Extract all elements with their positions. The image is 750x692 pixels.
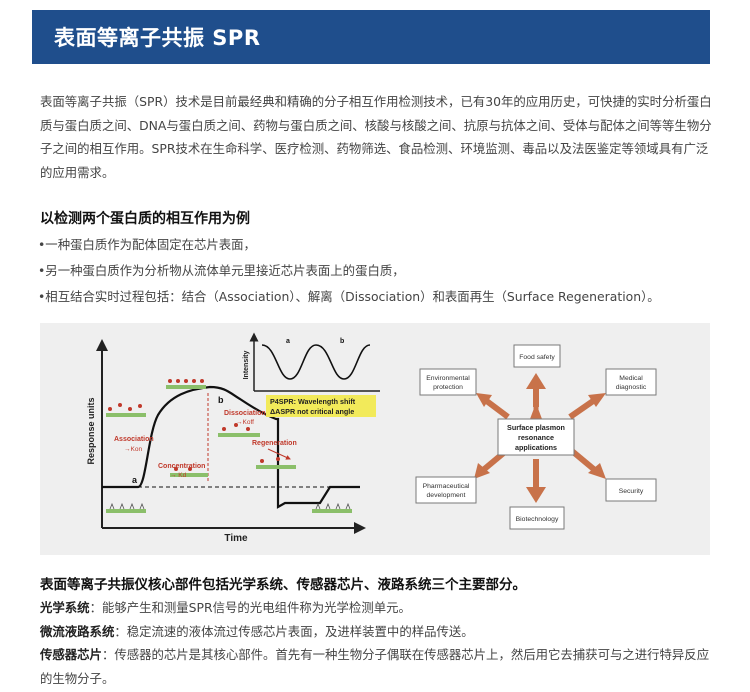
components-list: 光学系统：能够产生和测量SPR信号的光电组件称为光学检测单元。 微流液路系统：稳… [40, 596, 712, 690]
environmental-box [419, 368, 477, 396]
security-label: Security [619, 488, 644, 495]
component-desc: ：稳定流速的液体流过传感芯片表面，及进样装置中的样品传送。 [114, 623, 474, 639]
point-a-label: a [132, 475, 138, 485]
chip-concentration [170, 467, 208, 477]
p4spr-label-line1: P4SPR: Wavelength shift [270, 397, 356, 406]
medical-box [605, 368, 657, 396]
kon-label: →Kon [124, 446, 142, 453]
biotechnology-box [509, 506, 565, 530]
security-box [605, 478, 657, 502]
arrow-upright [568, 396, 598, 420]
peak-b-label: b [340, 338, 344, 345]
chip-baseline [106, 502, 146, 513]
component-desc: ：能够产生和测量SPR信号的光电组件称为光学检测单元。 [89, 600, 411, 615]
point-b-label: b [218, 395, 224, 405]
component-sensor-chip: 传感器芯片：传感器的芯片是其核心部件。首先有一种生物分子偶联在传感器芯片上，然后… [40, 643, 712, 690]
sensorgram-x-label: Time [224, 533, 248, 544]
environmental-label-line1: Environmental [426, 375, 470, 382]
bullet-item: •一种蛋白质作为配体固定在芯片表面， [38, 237, 256, 252]
example-bullet-list: •一种蛋白质作为配体固定在芯片表面， •另一种蛋白质作为分析物从流体单元里接近芯… [38, 232, 728, 310]
center-label-line1: Surface plasmon [507, 423, 565, 432]
chip-association [106, 403, 146, 417]
chip-regeneration [256, 457, 296, 469]
concentration-label: Concentration [158, 463, 205, 470]
bullet-item: •相互结合实时过程包括：结合（Association）、解离（Dissociat… [38, 289, 660, 304]
pharmaceutical-label-line2: development [427, 492, 466, 499]
component-optical: 光学系统：能够产生和测量SPR信号的光电组件称为光学检测单元。 [40, 596, 712, 620]
page-title: 表面等离子共振 SPR [54, 26, 261, 50]
component-term: 传感器芯片 [40, 647, 102, 662]
sensorgram-y-label: Response units [86, 397, 96, 464]
chip-end [312, 502, 352, 513]
inset-y-label: Intensity [243, 351, 250, 380]
sensorgram: Response units Time a b [86, 339, 366, 544]
inset-curve [261, 344, 371, 380]
chip-dissociation [218, 423, 260, 437]
peak-a-label: a [286, 338, 290, 345]
pharmaceutical-label-line1: Pharmaceutical [423, 483, 470, 490]
p4spr-label-line2: ΔASPR not critical angle [270, 407, 354, 416]
regeneration-arrow [267, 448, 291, 460]
biotechnology-label: Biotechnology [516, 516, 559, 523]
arrow-upleft [482, 396, 510, 420]
center-label-line3: applications [515, 443, 557, 452]
intensity-inset: Intensity a b P4SPR: Wavelength shift ΔA… [243, 332, 380, 417]
food-safety-box [513, 344, 561, 368]
concentration-k-label: → Kd [170, 472, 187, 479]
koff-label: →Koff [236, 419, 254, 426]
medical-label-line1: Medical [619, 375, 643, 382]
regeneration-label: Regeneration [252, 440, 297, 447]
arrow-up-head [526, 373, 546, 389]
pharmaceutical-box [415, 476, 477, 504]
chip-top [166, 379, 206, 389]
applications-diagram: Surface plasmon resonance applications F… [415, 344, 657, 530]
application-arrows [474, 373, 606, 503]
food-safety-label: Food safety [519, 354, 555, 361]
components-heading: 表面等离子共振仪核心部件包括光学系统、传感器芯片、液路系统三个主要部分。 [40, 577, 526, 593]
bullet-item: •另一种蛋白质作为分析物从流体单元里接近芯片表面上的蛋白质， [38, 263, 405, 278]
center-box [497, 418, 575, 456]
dissociation-label: Dissociation [224, 410, 266, 417]
example-heading: 以检测两个蛋白质的相互作用为例 [40, 211, 250, 227]
association-label: Association [114, 436, 154, 443]
spr-figure: Response units Time a b [40, 323, 710, 555]
medical-label-line2: diagnostic [616, 384, 647, 391]
spr-illustration: Response units Time a b [86, 332, 657, 544]
arrow-up [530, 403, 542, 419]
environmental-label-line2: protection [433, 384, 463, 391]
component-fluidics: 微流液路系统：稳定流速的液体流过传感芯片表面，及进样装置中的样品传送。 [40, 620, 712, 644]
component-desc: ：传感器的芯片是其核心部件。首先有一种生物分子偶联在传感器芯片上，然后用它去捕获… [40, 647, 710, 686]
p4spr-highlight-box [266, 395, 376, 417]
title-banner: 表面等离子共振 SPR [32, 10, 710, 64]
center-label-line2: resonance [518, 433, 554, 442]
arrow-downright [570, 448, 598, 474]
intro-paragraph: 表面等离子共振（SPR）技术是目前最经典和精确的分子相互作用检测技术，已有30年… [40, 94, 712, 180]
component-term: 微流液路系统 [40, 623, 115, 639]
component-term: 光学系统 [40, 600, 90, 615]
